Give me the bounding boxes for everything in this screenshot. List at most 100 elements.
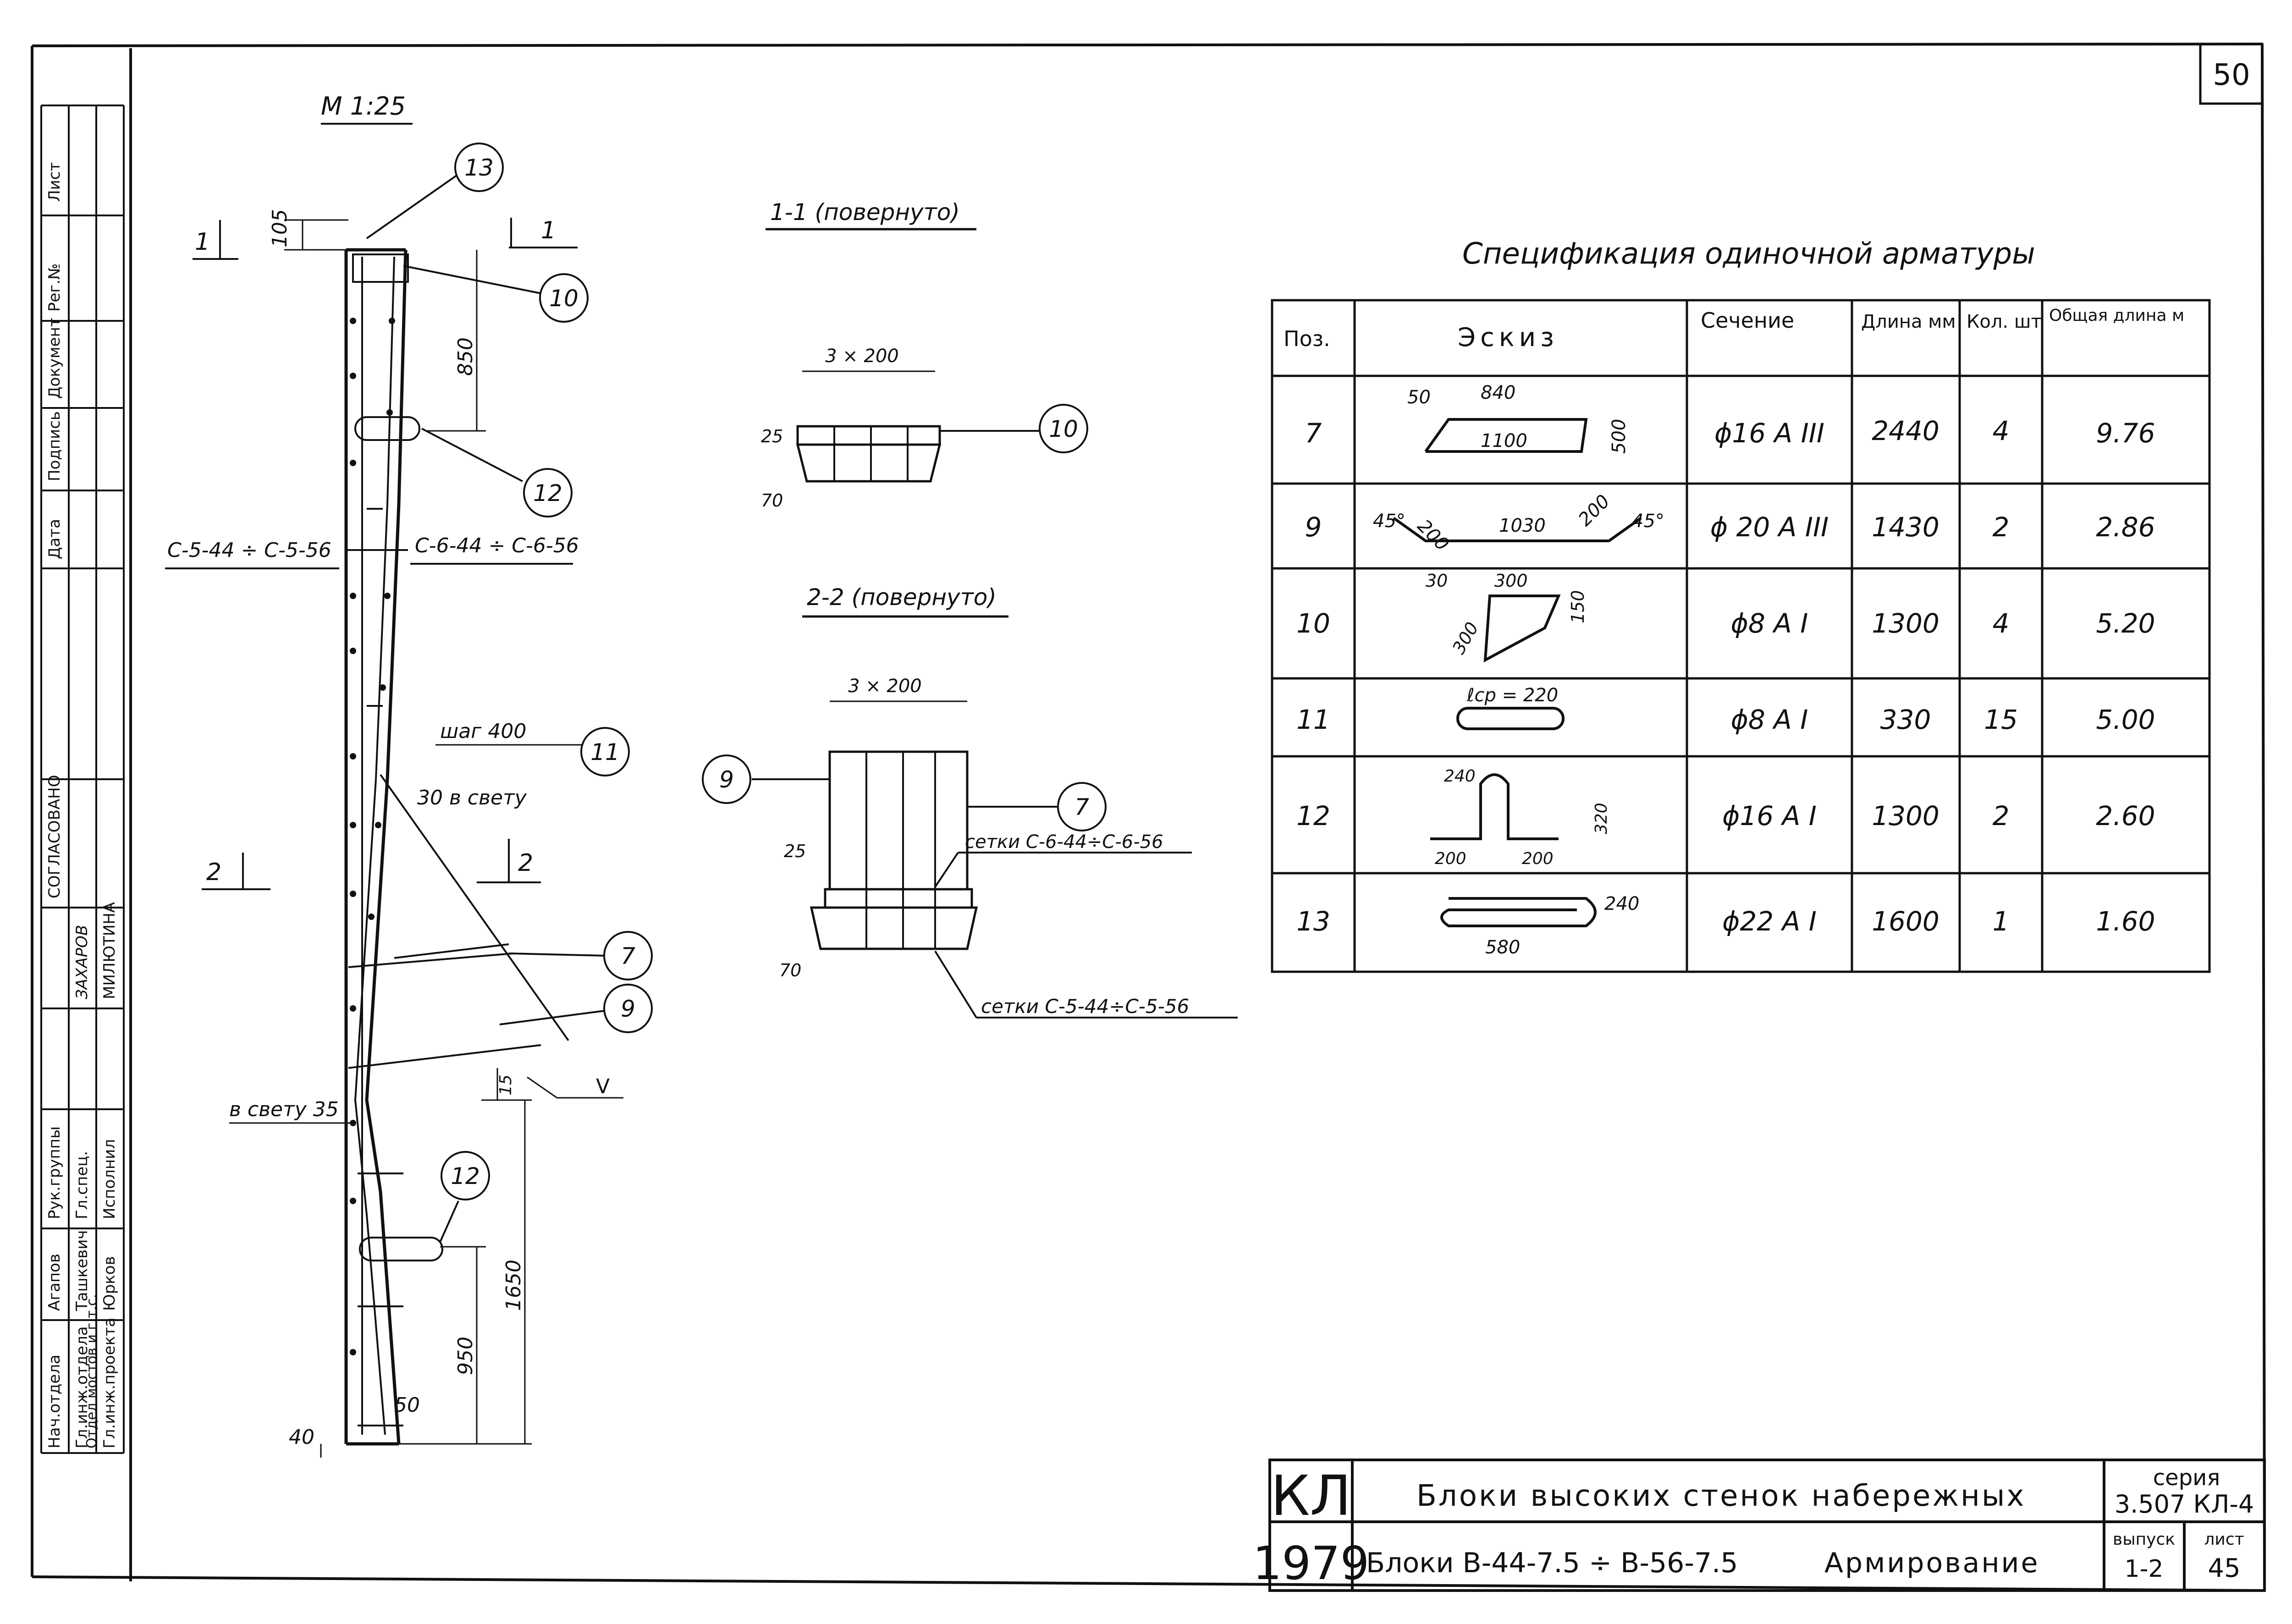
section-2-2-mesh-lower: сетки С-5-44÷С-5-56 [981,995,1189,1018]
sketch-7-dim: 50 [1407,387,1431,408]
spec-row-qty: 15 [1984,704,2018,735]
callout-12-bottom: 12 [451,1163,480,1189]
callout-9: 9 [621,996,635,1022]
sketch-11-dim: ℓср = 220 [1466,685,1558,706]
spec-title: Спецификация одиночной арматуры [1462,237,2035,271]
sketch-9-dim: 45° [1632,511,1664,532]
spec-row-length: 2440 [1872,415,1939,446]
sheet-label: лист [2204,1530,2244,1549]
spec-row-pos: 7 [1305,418,1322,449]
title-block: КЛ 1979 Блоки высоких стенок набережных … [1253,1459,2266,1592]
spec-header-total: Общая длина м [2049,306,2184,325]
step-label: шаг 400 [440,720,526,743]
spec-row-section: ϕ16 А I [1722,800,1817,831]
spec-row-pos: 12 [1296,800,1330,831]
spec-row-length: 1430 [1872,512,1939,543]
series-value: 3.507 КЛ-4 [2115,1490,2254,1519]
spec-header-pos: Поз. [1284,326,1330,351]
sidebar-left-name-2: МИЛЮТИНА [100,902,119,999]
sidebar-col-2: Рег.№ [45,264,64,312]
sidebar-role-4: Рук.группы [45,1126,64,1219]
spec-row-pos: 11 [1296,704,1330,735]
v-mark: V [596,1075,610,1098]
sheet-frame [31,43,2266,1592]
issue-label: выпуск [2113,1530,2175,1549]
dim-40: 40 [289,1426,314,1449]
spec-row-qty: 2 [1993,512,2010,543]
spec-row-qty: 4 [1993,415,2010,446]
sidebar-name-2: Ташкевич [73,1230,91,1311]
spec-header-section: Сечение [1701,308,1794,333]
spec-row-total: 9.76 [2096,418,2155,449]
section-mark-2-left: 2 [206,859,221,886]
clear-top-label: 30 в свету [417,786,527,809]
sidebar-name-3: Юрков [100,1256,119,1311]
spec-row-length: 1600 [1872,906,1939,937]
spec-header-qty: Кол. шт [1967,311,2042,332]
sidebar-name-1: Агапов [45,1254,64,1311]
spec-row-total: 2.60 [2096,800,2155,831]
spec-row-section: ϕ8 А I [1731,608,1808,639]
sketch-10-dim: 30 [1426,571,1448,591]
sidebar-role-3: Гл.инж.проекта [100,1317,119,1448]
section-2-2-callout-9: 9 [719,766,734,793]
sidebar-role-1: Нач.отдела [45,1354,64,1448]
section-mark-1-right: 1 [541,217,556,244]
section-2-2-dim-70: 70 [779,960,801,980]
title-sub2: Армирование [1824,1547,2039,1579]
dim-1650: 1650 [502,1260,525,1311]
spec-header-sketch: Эскиз [1458,323,1559,352]
dim-15: 15 [496,1074,515,1096]
spec-row-pos: 10 [1296,608,1330,639]
sketch-12-dim: 240 [1444,767,1476,786]
spec-header-length: Длина мм [1861,311,1956,332]
spec-row-section: ϕ22 А I [1722,906,1817,937]
dim-50: 50 [394,1393,420,1417]
section-1-1-dim-70: 70 [761,490,783,511]
spec-row-length: 1300 [1872,608,1939,639]
sidebar-role-5: Гл.спец. [73,1151,91,1219]
section-2-2-title: 2-2 (повернуто) [807,584,997,611]
section-2-2: 2-2 (повернуто) 3 × 200 9 7 сетки С-6-44… [702,584,1238,1018]
sheet-value: 45 [2208,1553,2240,1583]
callout-11: 11 [590,739,620,765]
sidebar-col-1: Лист [45,162,64,202]
sidebar-role-6: Исполнил [100,1139,119,1219]
section-mark-1-left: 1 [195,228,210,256]
dim-top: 105 [268,209,292,248]
title-sub: Блоки В-44-7.5 ÷ В-56-7.5 [1366,1547,1738,1579]
sidebar-stamp [40,105,125,1454]
section-1-1-dim-25: 25 [761,426,783,446]
spec-row-pos: 9 [1305,512,1322,543]
spec-row-section: ϕ8 А I [1731,704,1808,735]
spec-row-length: 330 [1880,704,1931,735]
callout-10: 10 [549,285,579,312]
sketch-7: 50 840 1100 500 [1407,382,1630,454]
dim-950: 950 [454,1337,477,1375]
section-mark-2-right: 2 [518,849,533,877]
sidebar-col-5: Дата [45,519,64,559]
section-1-1-dim-top: 3 × 200 [825,346,899,367]
callout-12-top: 12 [533,480,562,506]
clear-bottom-label: в свету 35 [229,1098,339,1121]
sketch-12-dim: 320 [1592,803,1611,834]
sketch-12-dim: 200 [1522,849,1554,868]
mesh-left-label: С-5-44 ÷ С-5-56 [167,539,331,562]
spec-row-qty: 4 [1993,608,2010,639]
spec-row-qty: 1 [1993,906,2010,937]
sidebar-col-4: Подпись [45,411,64,481]
page-number-box: 50 [2199,43,2264,105]
sketch-12-dim: 200 [1435,849,1466,868]
sketch-13: 240 580 [1440,893,1639,958]
sidebar-col-3: Документ [45,318,64,399]
issue-value: 1-2 [2125,1555,2164,1583]
spec-row-qty: 2 [1993,800,2010,831]
section-1-1: 1-1 (повернуто) 3 × 200 10 25 70 [761,199,1088,511]
title-main: Блоки высоких стенок набережных [1416,1479,2026,1513]
sketch-12: 240 320 200 200 [1430,767,1611,868]
sketch-10-dim: 150 [1568,590,1588,623]
sketch-9-dim: 1030 [1499,515,1546,536]
sketch-10-dim: 300 [1494,571,1528,591]
callout-13: 13 [464,154,494,181]
